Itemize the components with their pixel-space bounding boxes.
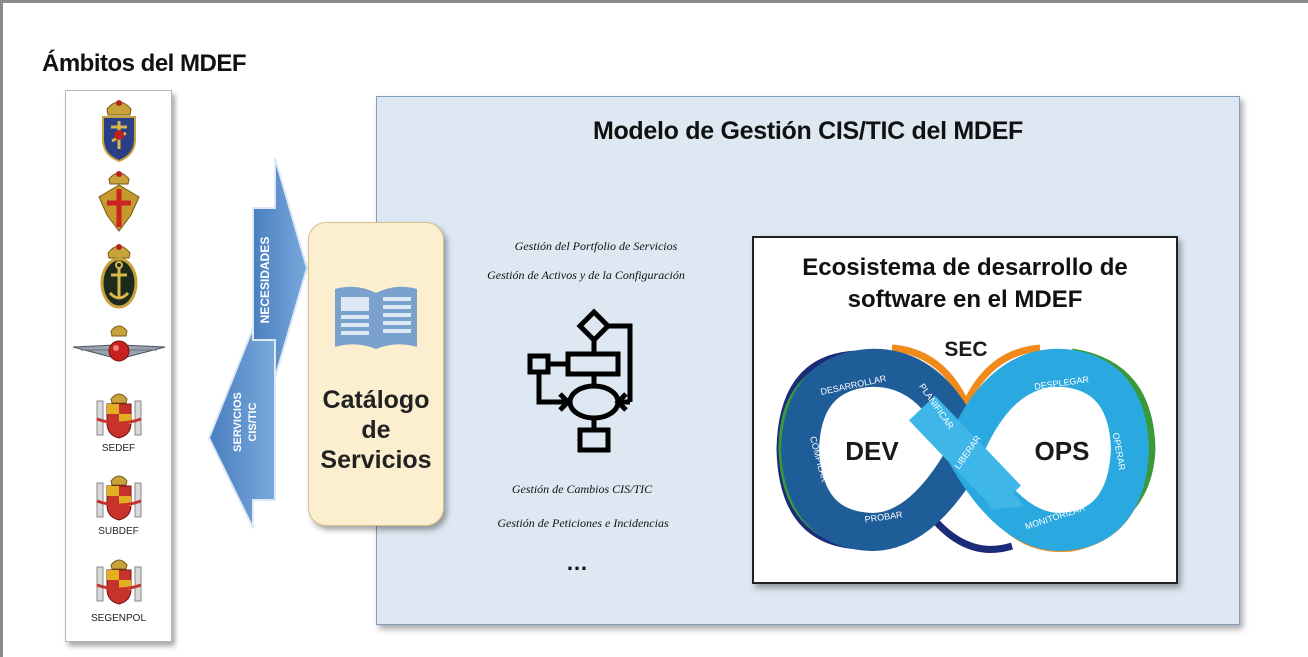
open-book-icon	[335, 286, 417, 349]
catalog-box: Catálogo de Servicios	[308, 222, 444, 526]
army-emblem-icon	[97, 171, 140, 232]
flow-arrows: NECESIDADES SERVICIOS CIS/TIC	[207, 157, 309, 529]
liberar-band	[908, 395, 1022, 511]
necesidades-label: NECESIDADES	[258, 237, 272, 324]
dev-circle	[828, 406, 916, 494]
defense-staff-emblem-icon	[101, 100, 136, 163]
emblem-label-segenpol: SEGENPOL	[90, 613, 147, 624]
catalog-title-line1: Catálogo de	[322, 386, 430, 444]
air-force-emblem-icon	[72, 325, 165, 362]
catalog-title-line2: Servicios	[320, 446, 432, 474]
ecosystem-box: Ecosistema de desarrollo de software en …	[752, 236, 1178, 584]
servicios-label-line2: CIS/TIC	[247, 402, 259, 441]
emblem-column: SEDEF SUBDEF SEGENPOL	[65, 90, 172, 642]
gestion-cambios: Gestión de Cambios CIS/TIC	[511, 482, 653, 496]
gestion-peticiones: Gestión de Peticiones e Incidencias	[497, 516, 669, 530]
ops-loop-band	[948, 348, 1150, 552]
ops-label: OPS	[1035, 436, 1090, 466]
navy-emblem-icon	[100, 244, 137, 309]
ecosystem-title-line1: Ecosistema de desarrollo de	[802, 254, 1128, 281]
gestion-portfolio: Gestión del Portfolio de Servicios	[514, 239, 678, 253]
ecosystem-title: Ecosistema de desarrollo de software en …	[754, 252, 1176, 316]
dev-label: DEV	[845, 436, 899, 466]
frame-border-top	[0, 0, 1308, 3]
emblem-label-subdef: SUBDEF	[98, 526, 139, 537]
gestion-activos: Gestión de Activos y de la Configuración	[487, 268, 685, 282]
servicios-arrow	[207, 327, 276, 529]
sec-label: SEC	[944, 338, 987, 361]
ecosystem-title-line2: software en el MDEF	[847, 286, 1083, 313]
spain-coat-of-arms-icon	[95, 559, 142, 605]
model-title: Modelo de Gestión CIS/TIC del MDEF	[592, 117, 1024, 145]
emblem-label-sedef: SEDEF	[101, 443, 136, 454]
ring-orange-top	[891, 344, 1041, 413]
flowchart-icon	[527, 308, 633, 453]
frame-border-left	[0, 0, 3, 657]
dev-loop-band	[780, 348, 984, 552]
spain-coat-of-arms-icon	[95, 393, 142, 439]
spain-coat-of-arms-icon	[95, 475, 142, 521]
more-ellipsis: …	[566, 550, 588, 575]
devsecops-loop: DEV OPS SEC DESARROLLAR PLANIFICAR COMPI…	[776, 338, 1156, 553]
ops-circle	[1018, 406, 1106, 494]
servicios-label-line1: SERVICIOS	[232, 392, 244, 452]
catalog-title: Catálogo de Servicios	[309, 385, 443, 475]
ambitos-title: Ámbitos del MDEF	[42, 50, 247, 77]
